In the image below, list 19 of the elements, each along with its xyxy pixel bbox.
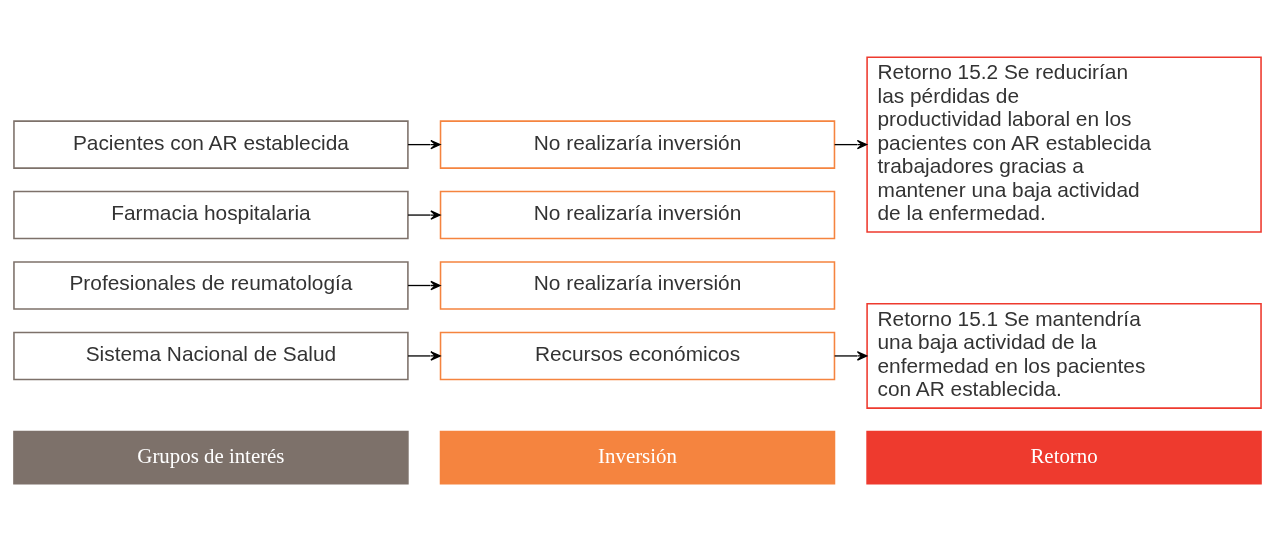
node-box: Farmacia hospitalaria [13, 190, 409, 239]
arrow [407, 280, 441, 290]
arrow [407, 209, 441, 220]
node-box: Inversión [439, 430, 836, 485]
arrow [834, 350, 868, 361]
node-box: Pacientes con AR establecida [13, 119, 409, 169]
node-box: Profesionales de reumatología [13, 260, 409, 310]
node-box: No realizaría inversión [439, 119, 836, 169]
node-box: No realizaría inversión [439, 260, 836, 310]
arrow [407, 350, 441, 361]
node-box: Sistema Nacional de Salud [13, 331, 409, 380]
node-box: Retorno [866, 430, 1262, 485]
node-box: No realizaría inversión [439, 190, 836, 239]
arrow [407, 139, 441, 149]
node-box: Recursos económicos [439, 331, 836, 380]
node-box: Retorno 15.2 Se reducirían las pérdidas de productividad laboral en los pacientes con AR establecida trabajadores gracias a mantener una baja actividad de la enfermedad. [866, 55, 1262, 233]
node-box: Grupos de interés [13, 430, 409, 485]
arrow [834, 139, 868, 149]
node-box: Retorno 15.1 Se mantendría una baja actividad de la enfermedad en los pacientes con AR establecida. [866, 302, 1262, 409]
